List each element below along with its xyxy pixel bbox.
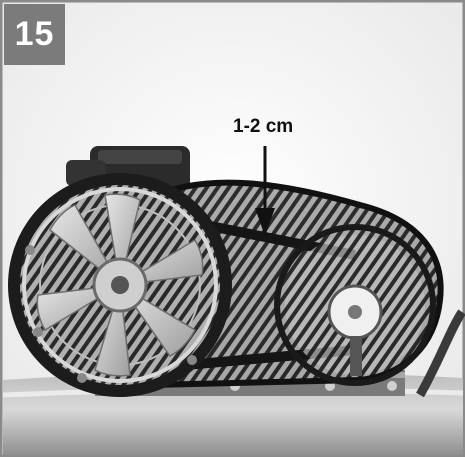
motor-pulley <box>274 224 436 386</box>
flywheel-fan <box>8 173 232 397</box>
air-hose <box>416 309 465 398</box>
belt-deflection-label: 1-2 cm <box>233 116 294 137</box>
step-number-badge: 15 <box>4 4 65 65</box>
measurement-arrow <box>255 146 275 236</box>
